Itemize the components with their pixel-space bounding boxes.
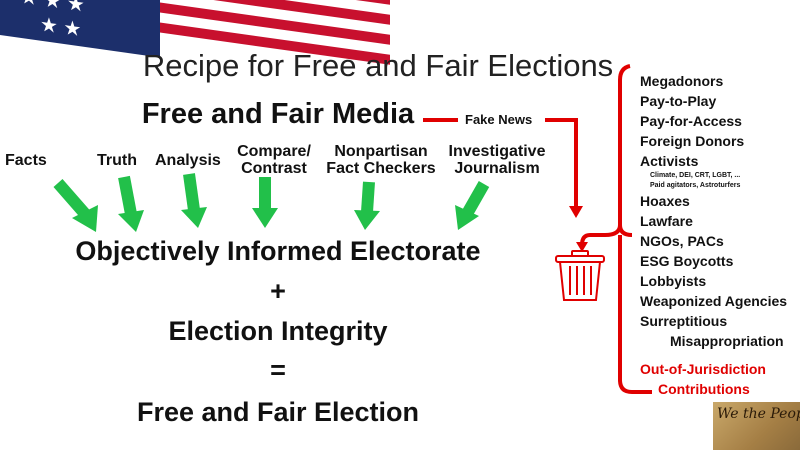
arrow-analysis — [181, 173, 207, 228]
source-line: Nonpartisan — [334, 143, 428, 160]
source-journalism: Investigative Journalism — [449, 143, 546, 177]
threat-item: NGOs, PACs — [640, 233, 724, 249]
threat-item: Foreign Donors — [640, 133, 745, 149]
trash-can-icon — [555, 250, 605, 301]
source-line: Investigative — [448, 143, 546, 160]
source-line: Contrast — [241, 160, 307, 177]
threat-list-top: Megadonors Pay-to-Play Pay-for-Access Fo… — [640, 71, 744, 171]
threat-item: Megadonors — [640, 73, 724, 89]
fake-news-label: Fake News — [465, 112, 533, 127]
threat-item: Pay-to-Play — [640, 93, 717, 109]
source-truth: Truth — [97, 152, 137, 169]
threat-item: Lawfare — [640, 213, 693, 229]
arrow-facts — [53, 179, 98, 232]
source-line: Compare/ — [237, 143, 311, 160]
we-the-people-image: We the People — [713, 402, 800, 450]
arrow-fact-checkers — [354, 181, 380, 230]
source-line: Journalism — [454, 160, 540, 177]
activists-sub-line: Climate, DEI, CRT, LGBT, ... — [650, 172, 741, 179]
green-arrows — [53, 173, 490, 232]
equation-result: Free and Fair Election — [136, 397, 420, 427]
equation-plus: + — [270, 276, 286, 306]
threat-item: Weaponized Agencies — [640, 293, 788, 309]
threat-list-bottom: Hoaxes Lawfare NGOs, PACs ESG Boycotts L… — [640, 191, 787, 351]
american-flag-image: ★ ★ ★ ★ ★ — [0, 0, 390, 75]
threat-item: Activists — [640, 153, 699, 169]
source-compare-contrast: Compare/ Contrast — [237, 143, 311, 177]
activists-subtext: Climate, DEI, CRT, LGBT, ... Paid agitat… — [650, 171, 740, 191]
equation-equals: = — [270, 355, 286, 385]
arrow-head — [569, 206, 583, 218]
source-fact-checkers: Nonpartisan Fact Checkers — [326, 143, 435, 177]
threat-item: Pay-for-Access — [640, 113, 742, 129]
media-heading: Free and Fair Media — [141, 98, 415, 130]
threat-item: ESG Boycotts — [640, 253, 734, 269]
fake-news-arrow — [423, 118, 578, 208]
equation-integrity: Election Integrity — [168, 316, 388, 346]
threats-brace — [580, 64, 652, 394]
source-analysis: Analysis — [155, 152, 221, 169]
arrow-journalism — [455, 181, 490, 230]
image-caption: We the People — [717, 406, 800, 422]
highlight-line: Out-of-Jurisdiction — [640, 361, 766, 377]
threat-item: Misappropriation — [670, 333, 784, 349]
source-facts: Facts — [5, 152, 47, 169]
slide-title: Recipe for Free and Fair Elections — [142, 48, 614, 83]
threat-item: Hoaxes — [640, 193, 690, 209]
threat-highlight: Out-of-Jurisdiction Contributions — [640, 359, 766, 399]
highlight-line: Contributions — [658, 381, 750, 397]
equation-electorate: Objectively Informed Electorate — [75, 236, 481, 266]
threat-item: Lobbyists — [640, 273, 707, 289]
threat-item: Surreptitious — [640, 313, 728, 329]
source-line: Fact Checkers — [326, 160, 436, 177]
activists-sub-line: Paid agitators, Astroturfers — [650, 182, 741, 189]
arrow-truth — [118, 175, 144, 232]
arrow-compare — [252, 177, 278, 228]
